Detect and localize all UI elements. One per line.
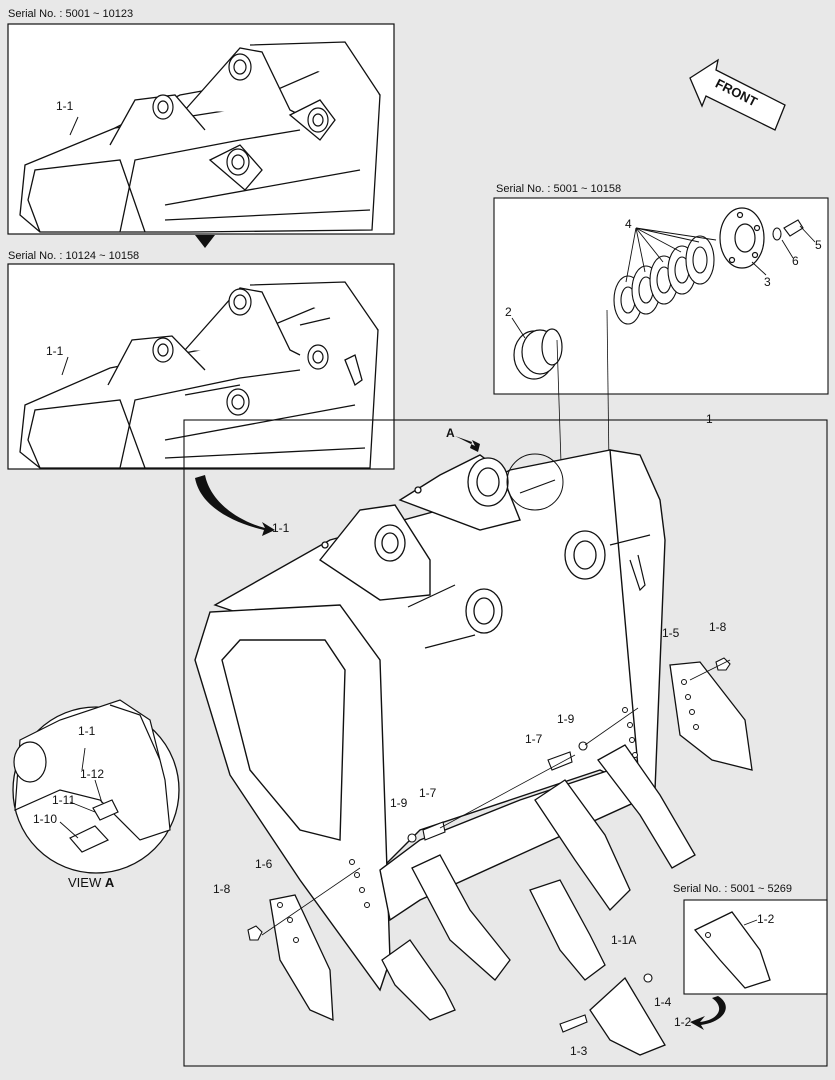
label-1-1-main: 1-1 [272,521,290,535]
label-1-1-mid: 1-1 [46,344,64,358]
label-1-1-view: 1-1 [78,724,96,738]
view-label: VIEW [68,875,102,890]
pin-detail-box [493,197,829,395]
label-1: 1 [706,412,713,426]
curved-arrow-icon [195,475,275,536]
label-1-10: 1-10 [33,812,58,826]
view-a-circle [12,699,180,874]
label-1-8-right: 1-8 [709,620,727,634]
label-1-5: 1-5 [662,626,680,640]
label-2: 2 [505,305,512,319]
label-1-3: 1-3 [570,1044,588,1058]
label-4: 4 [625,217,632,231]
serial-label-mid: Serial No. : 10124 ~ 10158 [8,250,140,262]
tooth-detail-box [683,899,828,995]
label-1-2-main: 1-2 [674,1015,692,1029]
label-1-7-upper: 1-7 [525,732,543,746]
view-letter: A [104,875,115,890]
label-5: 5 [815,238,822,252]
down-arrow-icon [195,235,215,248]
label-1-8-left: 1-8 [213,882,231,896]
main-bucket [183,419,828,1067]
serial-label-pin: Serial No. : 5001 ~ 10158 [496,183,622,195]
inset-mid [7,263,395,470]
label-1-9-lower: 1-9 [390,796,408,810]
label-1-11: 1-11 [52,793,76,807]
label-1-7-lower: 1-7 [419,786,437,800]
front-arrow-icon [689,58,786,131]
label-6: 6 [792,254,799,268]
label-3: 3 [764,275,771,289]
serial-label-tooth: Serial No. : 5001 ~ 5269 [673,883,792,895]
label-1-6: 1-6 [255,857,273,871]
label-1-1A: 1-1A [611,933,637,947]
label-1-1-top: 1-1 [56,99,74,113]
view-arrow-icon [455,436,480,452]
view-a-caption: VIEW A [68,876,114,889]
curved-arrow-icon [690,996,726,1030]
inset-top [7,23,395,235]
label-1-4: 1-4 [654,995,672,1009]
label-arrow-a: A [446,426,455,440]
serial-label-top: Serial No. : 5001 ~ 10123 [8,8,134,20]
label-1-2-detail: 1-2 [757,912,775,926]
label-1-12: 1-12 [80,767,105,781]
label-1-9-upper: 1-9 [557,712,575,726]
